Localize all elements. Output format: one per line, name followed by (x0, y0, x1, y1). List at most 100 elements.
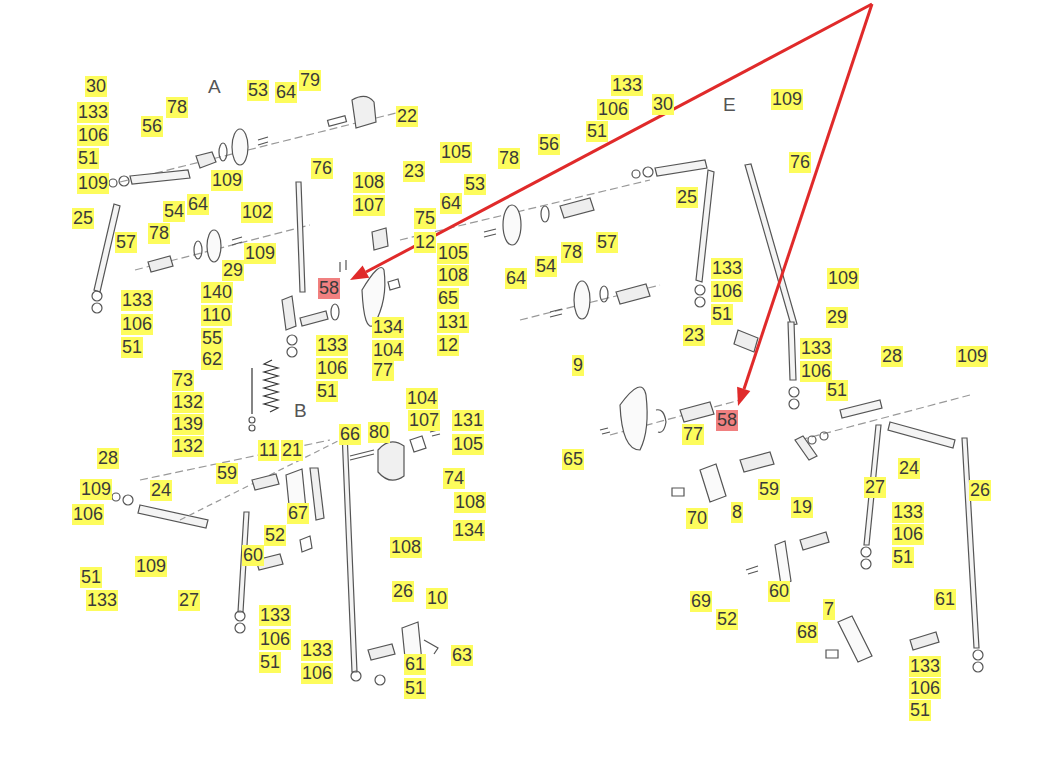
part-outline (92, 291, 102, 301)
part-outline (368, 644, 395, 660)
part-outline (910, 632, 939, 650)
callout-number: 109 (135, 556, 167, 577)
part-outline (740, 452, 774, 472)
callout-number: 62 (201, 349, 223, 370)
callout-number: 56 (538, 134, 560, 155)
callout-number: 11 (258, 440, 279, 461)
part-outline (249, 425, 255, 431)
part-outline (340, 260, 346, 272)
callout-number: 77 (682, 424, 704, 445)
part-outline (655, 160, 707, 176)
callout-number: 106 (711, 281, 743, 302)
callout-number: 28 (881, 346, 903, 367)
callout-number: 29 (826, 307, 848, 328)
part-group (92, 96, 983, 685)
callout-number: 51 (259, 652, 281, 673)
part-outline (123, 495, 133, 505)
callout-number: 134 (372, 317, 404, 338)
part-outline (616, 284, 650, 304)
callout-number: 139 (172, 414, 204, 435)
part-outline (372, 228, 388, 250)
callout-number: 106 (77, 125, 109, 146)
callout-number: 27 (864, 477, 886, 498)
part-outline (574, 281, 590, 319)
part-outline (388, 279, 400, 290)
part-outline (375, 675, 385, 685)
callout-number: 109 (956, 346, 988, 367)
part-outline (296, 182, 305, 292)
callout-number: 24 (898, 458, 920, 479)
callout-number: 105 (452, 434, 484, 455)
callout-number: 109 (211, 170, 243, 191)
part-outline (92, 303, 102, 313)
part-outline (838, 616, 872, 662)
part-outline (861, 547, 871, 557)
callout-number: 133 (711, 258, 743, 279)
callout-number: 51 (826, 380, 848, 401)
callout-number: 27 (178, 590, 200, 611)
callout-number: 133 (909, 656, 941, 677)
part-outline (680, 402, 714, 422)
callout-number: 58 (318, 278, 340, 299)
part-outline (352, 96, 376, 128)
part-outline (331, 304, 339, 320)
part-outline (310, 468, 324, 520)
part-outline (745, 164, 797, 325)
part-outline (789, 399, 799, 409)
callout-number: 110 (201, 305, 232, 326)
part-outline (973, 662, 983, 672)
callout-number: 61 (934, 589, 956, 610)
callout-number: 51 (77, 148, 99, 169)
callout-number: 25 (72, 208, 94, 229)
callout-number: 64 (505, 268, 527, 289)
callout-number: 56 (141, 116, 163, 137)
callout-number: 66 (339, 424, 361, 445)
callout-number: 109 (80, 479, 112, 500)
part-group (350, 4, 872, 406)
callout-number: 25 (676, 187, 698, 208)
callout-number: 68 (796, 622, 818, 643)
callout-number: 61 (404, 654, 426, 675)
callout-number: 74 (443, 468, 465, 489)
callout-number: 78 (148, 223, 170, 244)
part-outline (109, 179, 117, 187)
callout-number: 26 (392, 581, 414, 602)
part-outline (484, 229, 496, 237)
callout-number: 109 (827, 268, 859, 289)
callout-number: 106 (800, 361, 832, 382)
part-outline (656, 410, 666, 433)
part-outline (620, 387, 647, 450)
part-outline (300, 311, 328, 326)
callout-number: 51 (892, 547, 914, 568)
part-outline (541, 206, 549, 222)
callout-number: 65 (437, 288, 459, 309)
part-outline (282, 296, 296, 330)
callout-number: 80 (368, 422, 390, 443)
callout-number: 131 (452, 410, 484, 431)
part-outline (410, 436, 426, 452)
callout-number: 9 (572, 355, 584, 376)
part-outline (378, 442, 404, 480)
part-outline (235, 623, 245, 633)
part-outline (695, 297, 705, 307)
part-outline (287, 347, 297, 357)
callout-number: 70 (686, 508, 708, 529)
callout-number: 106 (892, 524, 924, 545)
part-outline (148, 256, 173, 272)
part-outline (219, 143, 227, 161)
callout-number: 106 (316, 358, 348, 379)
part-outline (820, 432, 828, 440)
callout-number: 106 (909, 678, 941, 699)
part-outline (300, 536, 312, 552)
callout-number: 7 (823, 599, 835, 620)
part-outline (632, 170, 640, 178)
callout-number: 54 (163, 201, 185, 222)
callout-number: 106 (72, 504, 104, 525)
callout-number: 131 (437, 312, 469, 333)
part-outline (795, 436, 817, 460)
callout-number: 108 (454, 492, 486, 513)
part-outline (800, 532, 829, 550)
callout-number: 60 (768, 581, 790, 602)
part-outline (550, 309, 562, 317)
